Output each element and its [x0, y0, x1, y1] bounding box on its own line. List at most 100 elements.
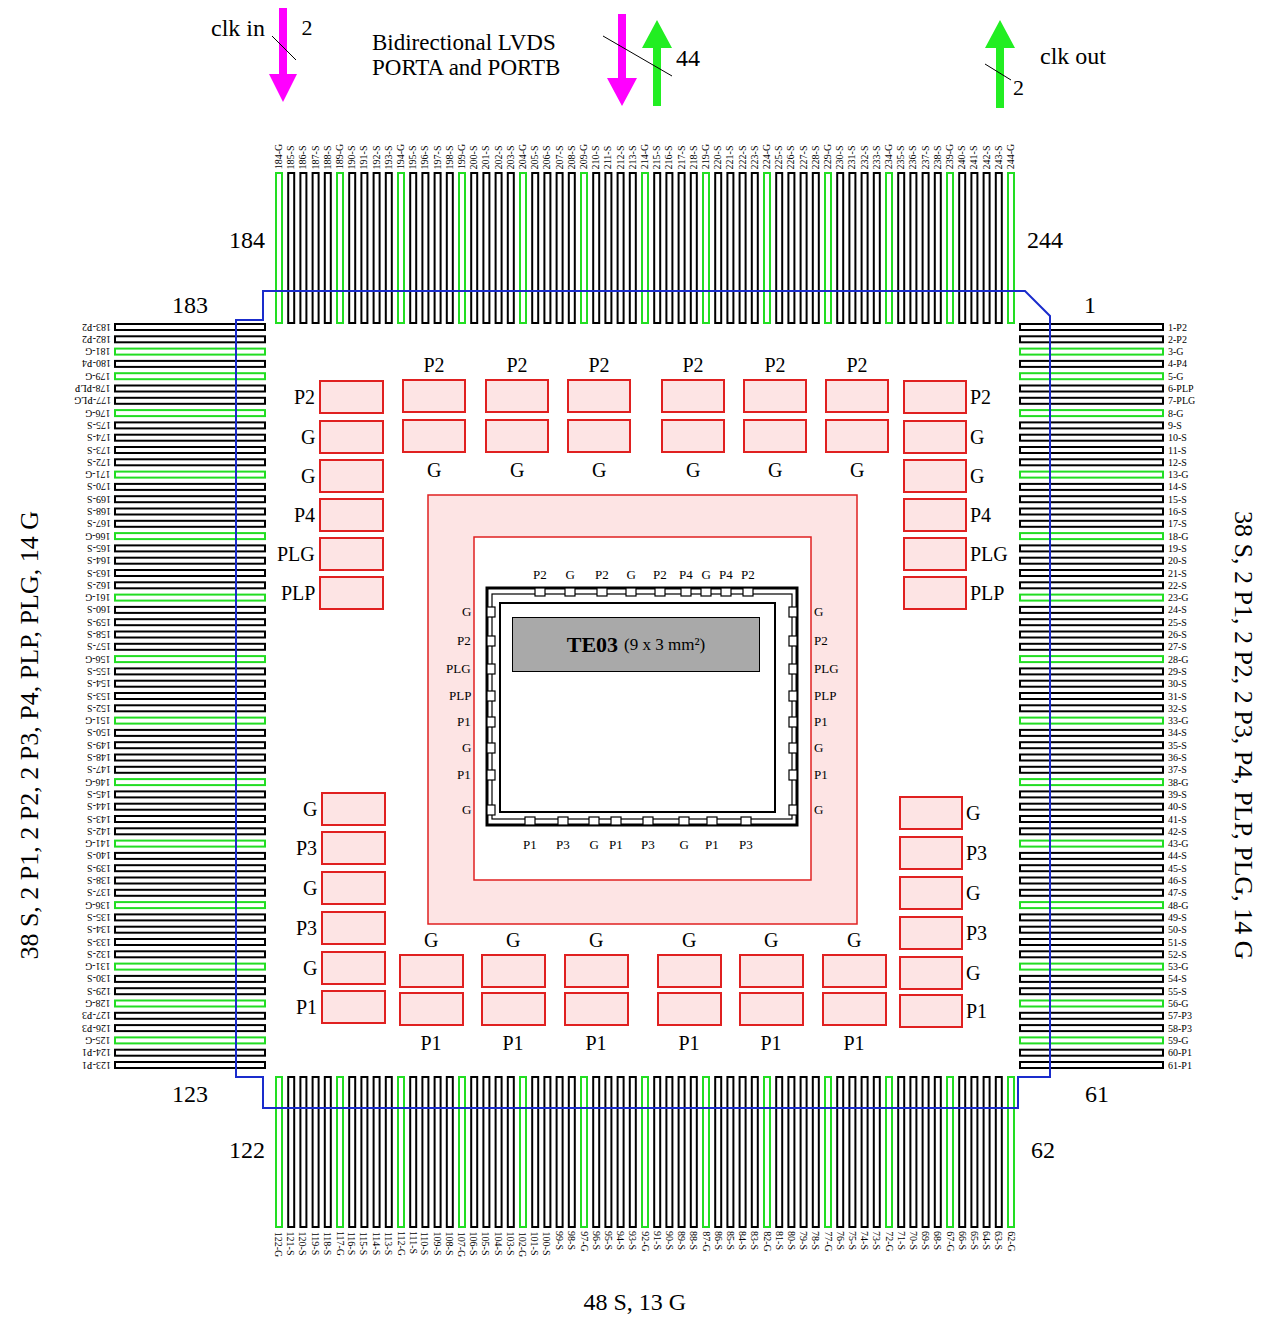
- pin-lead: [115, 632, 265, 638]
- pin-label: 87-G: [700, 1231, 711, 1252]
- pin-label: 78-S: [810, 1231, 821, 1250]
- pin-label: 45-S: [1168, 863, 1187, 874]
- pin-lead: [115, 988, 265, 994]
- pin-lead: [886, 1077, 892, 1227]
- pin-lead: [115, 410, 265, 416]
- pad-label: G: [764, 929, 778, 951]
- bond-pad: [322, 912, 385, 944]
- pin-lead: [483, 1077, 489, 1227]
- pin-label: 176-G: [85, 408, 111, 419]
- pin-lead: [1008, 1077, 1014, 1227]
- pin-lead: [935, 1077, 941, 1227]
- pin-label: 23-G: [1168, 592, 1189, 603]
- pin-label: 5-G: [1168, 371, 1184, 382]
- pin-lead: [971, 1077, 977, 1227]
- pad-label: P3: [966, 922, 987, 944]
- die-pad-label: P2: [814, 634, 828, 648]
- pin-label: 235-S: [896, 145, 907, 169]
- pin-lead: [984, 173, 990, 323]
- pin-lead: [813, 173, 819, 323]
- signal-label: 44: [676, 45, 700, 71]
- pin-label: 213-S: [627, 145, 638, 169]
- pin-lead: [837, 1077, 843, 1227]
- die-pad: [487, 743, 495, 753]
- pad-label: P2: [683, 354, 704, 376]
- pin-label: 64-S: [981, 1231, 992, 1250]
- pin-lead: [1020, 656, 1163, 662]
- pin-lead: [300, 1077, 306, 1227]
- pin-lead: [703, 173, 709, 323]
- die-pad-label: P4: [719, 568, 733, 582]
- pin-lead: [605, 1077, 611, 1227]
- pin-lead: [1008, 173, 1014, 323]
- die-pad: [558, 817, 568, 825]
- pin-lead: [115, 804, 265, 810]
- pin-lead: [115, 1037, 265, 1043]
- pin-lead: [508, 173, 514, 323]
- die-pad: [487, 805, 495, 815]
- pin-label: 230-S: [835, 145, 846, 169]
- pin-label: 30-S: [1168, 678, 1187, 689]
- pin-label: 216-S: [664, 145, 675, 169]
- die-pad-label: PLG: [446, 662, 471, 676]
- pin-label: 122-G: [273, 1231, 284, 1257]
- pad-label: G: [970, 426, 984, 448]
- pin-lead: [544, 173, 550, 323]
- die-pad-label: G: [814, 803, 823, 817]
- pin-lead: [1020, 349, 1163, 355]
- pin-lead: [325, 1077, 331, 1227]
- die-pad: [487, 717, 495, 727]
- bond-pad: [658, 993, 721, 1025]
- bond-pad: [900, 957, 962, 989]
- pin-lead: [115, 509, 265, 515]
- pin-label: 34-S: [1168, 727, 1187, 738]
- pin-lead: [459, 1077, 465, 1227]
- pin-lead: [435, 1077, 441, 1227]
- pin-lead: [788, 173, 794, 323]
- pin-lead: [1020, 570, 1163, 576]
- pin-lead: [1020, 878, 1163, 884]
- pin-lead: [410, 1077, 416, 1227]
- pin-label: 206-S: [542, 145, 553, 169]
- die-pad: [679, 817, 689, 825]
- bond-pad: [486, 420, 548, 452]
- pin-lead: [947, 1077, 953, 1227]
- pin-label: 217-S: [676, 145, 687, 169]
- die-pad-label: PLP: [449, 689, 471, 703]
- die-pad-label: G: [814, 605, 823, 619]
- pin-lead: [1020, 595, 1163, 601]
- pin-lead: [1020, 767, 1163, 773]
- die-pad: [721, 588, 731, 596]
- corner-pin-number: 184: [229, 227, 265, 253]
- pin-lead: [1020, 361, 1163, 367]
- pin-lead: [1020, 816, 1163, 822]
- die-pad: [487, 691, 495, 701]
- pin-label: 117-G: [335, 1231, 346, 1256]
- pad-label: G: [592, 459, 606, 481]
- pin-label: 12-S: [1168, 457, 1187, 468]
- pin-label: 53-G: [1168, 961, 1189, 972]
- package-pins: [115, 173, 1163, 1227]
- pin-label: 242-S: [981, 145, 992, 169]
- pin-label: 200-S: [469, 145, 480, 169]
- pin-lead: [935, 173, 941, 323]
- pin-label: 98-S: [566, 1231, 577, 1250]
- pad-label: PLG: [970, 543, 1008, 565]
- pad-label: P2: [507, 354, 528, 376]
- pin-label: 155-S: [87, 666, 111, 677]
- die-pad: [789, 770, 797, 780]
- pin-lead: [1020, 951, 1163, 957]
- pin-lead: [115, 693, 265, 699]
- pin-lead: [483, 173, 489, 323]
- pin-lead: [1020, 828, 1163, 834]
- die-pad-label: PLG: [814, 662, 839, 676]
- pin-lead: [115, 361, 265, 367]
- pin-label: 148-S: [87, 752, 111, 763]
- pin-lead: [115, 767, 265, 773]
- pin-label: 79-S: [798, 1231, 809, 1250]
- chip-name-box: TE03(9 x 3 mm²): [512, 617, 760, 672]
- pin-lead: [1020, 705, 1163, 711]
- pin-lead: [374, 173, 380, 323]
- signal-label: 2: [1013, 76, 1024, 100]
- pin-lead: [1020, 730, 1163, 736]
